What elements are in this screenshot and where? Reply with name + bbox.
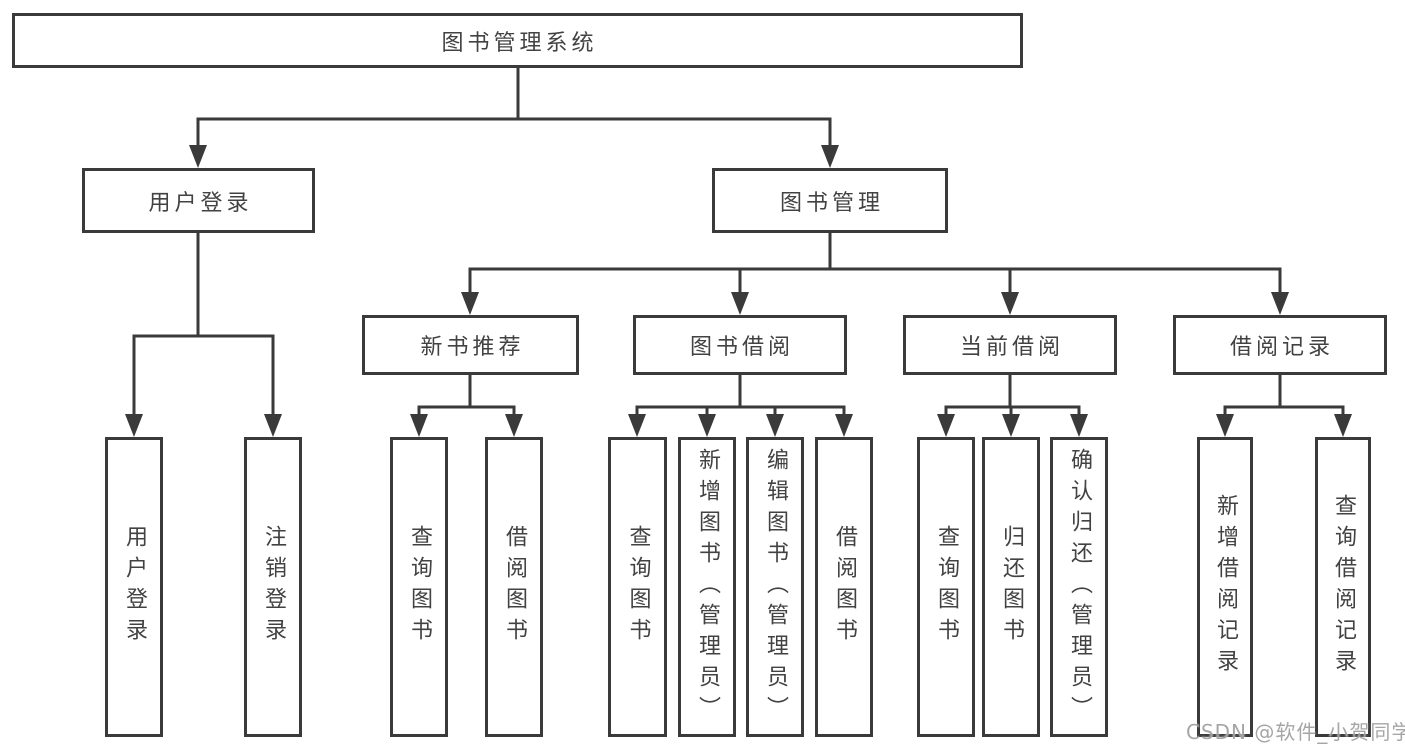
node-user-login-branch: 用户登录 bbox=[82, 168, 315, 233]
node-query-book-borrow: 查询图书 bbox=[608, 437, 667, 737]
arrowheads bbox=[125, 145, 1352, 437]
node-query-book-current: 查询图书 bbox=[917, 437, 975, 737]
node-current-borrow: 当前借阅 bbox=[903, 315, 1117, 375]
node-borrow-book: 借阅图书 bbox=[815, 437, 873, 737]
node-confirm-return-admin: 确认归还（管理员） bbox=[1050, 437, 1108, 737]
node-query-borrow-record: 查询借阅记录 bbox=[1315, 437, 1371, 737]
node-borrow-record: 借阅记录 bbox=[1173, 315, 1387, 375]
node-borrow-book-recommend: 借阅图书 bbox=[485, 437, 543, 737]
node-edit-book-admin: 编辑图书（管理员） bbox=[746, 437, 804, 737]
node-new-book-recommend: 新书推荐 bbox=[362, 315, 579, 375]
node-query-book-recommend: 查询图书 bbox=[390, 437, 448, 737]
node-logout: 注销登录 bbox=[244, 437, 302, 737]
node-user-login: 用户登录 bbox=[105, 437, 163, 737]
node-return-book: 归还图书 bbox=[982, 437, 1040, 737]
node-add-borrow-record: 新增借阅记录 bbox=[1197, 437, 1253, 737]
node-library-system-root: 图书管理系统 bbox=[12, 13, 1023, 68]
node-book-management-branch: 图书管理 bbox=[712, 168, 948, 233]
node-book-borrow: 图书借阅 bbox=[633, 315, 847, 375]
csdn-watermark: CSDN @软件_小贺同学 bbox=[1186, 720, 1405, 744]
node-add-book-admin: 新增图书（管理员） bbox=[678, 437, 736, 737]
